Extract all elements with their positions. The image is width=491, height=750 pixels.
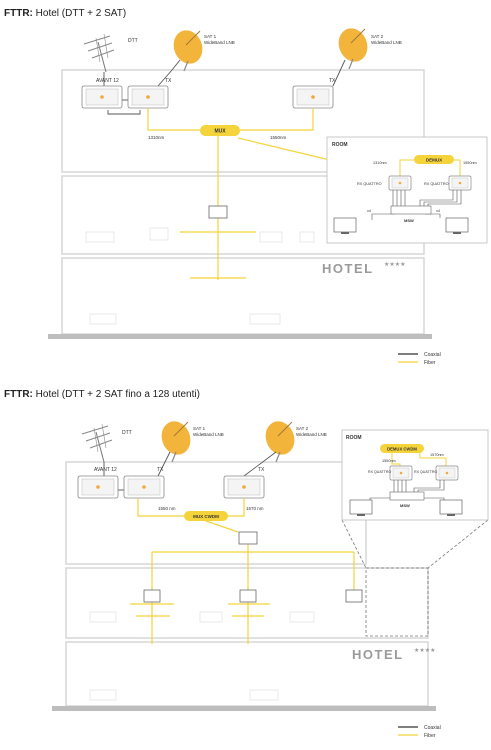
room-wavelength-2: 1570nm [430,453,444,457]
diagram2: DTT SAT 1 WideBand LNB SAT 2 WideBand LN… [52,416,489,739]
fiber-splitter [238,531,258,545]
sat1-dish-icon [168,25,208,72]
rx-quattro-1 [388,175,412,191]
dtt-label: DTT [128,38,138,44]
tx2-label: TX [258,467,265,473]
legend-fiber-label: Fiber [424,360,436,366]
room-wavelength-1: 1310nm [373,161,387,165]
hotel-sign: HOTEL [322,261,374,276]
room-wavelength-1: 1550nm [382,459,396,463]
rx2-label: RX QUATTRO [414,470,437,474]
avant-label: AVANT 12 [94,467,117,473]
tx2-transmitter [223,475,265,499]
msw-switch [389,491,425,501]
room-label: ROOM [346,435,362,441]
tx2-transmitter [292,85,334,109]
mux-cwdm-pill [184,511,228,521]
rx-quattro-2 [448,175,472,191]
wavelength-1570-label: 1570 nm [246,506,264,511]
dtt-label: DTT [122,430,132,436]
wavelength-1550-label: 1550nm [270,135,287,140]
fiber-splitter [208,205,228,219]
rx2-label: RX QUATTRO [424,182,449,186]
coax-cables [103,451,277,491]
building-base [48,334,432,339]
msw-label: MSW [400,503,410,508]
sat2-lnb-label: WideBand LNB [371,40,402,45]
sat2-dish-icon [333,23,373,70]
avant12-amplifier [81,85,123,109]
room-label: ROOM [332,142,348,148]
tx2-label: TX [329,78,336,84]
hotel-stars: ★★★★ [414,647,436,654]
rx1-label: RX QUATTRO [368,470,391,474]
sat1-lnb-label: WideBand LNB [204,40,235,45]
legend-fiber-label: Fiber [424,733,436,739]
hotel-stars: ★★★★ [384,261,406,268]
demux-cwdm-label: DEMUX CWDM [387,447,417,452]
demux-pill [414,155,454,164]
sat2-lnb-label: WideBand LNB [296,432,327,437]
diagram2-title: FTTR: Hotel (DTT + 2 SAT fino a 128 uten… [4,389,200,400]
demux-cwdm-pill [380,444,424,453]
rx1-label: RX QUATTRO [357,182,382,186]
rx-quattro-2 [435,465,459,481]
sat2-label: SAT 2 [296,426,309,431]
fiber-cables [130,498,355,644]
sat2-dish-icon [260,416,300,463]
demux-label: DEMUX [426,158,442,163]
rx-quattro-1 [389,465,413,481]
avant-label: AVANT 12 [96,78,119,84]
mux-cwdm-label: MUX CWDM [193,514,219,519]
avant12-amplifier [77,475,119,499]
legend-coax-label: Coaxial [424,352,441,358]
wavelength-1550-label: 1550 nm [158,506,176,511]
tv-icon [445,217,469,235]
sat1-lnb-label: WideBand LNB [193,432,224,437]
legend-coax-label: Coaxial [424,725,441,731]
tx1-label: TX [157,467,164,473]
msw-switch [390,205,432,215]
building-floor [61,69,425,173]
floor-splitter [143,589,161,603]
mux-label: MUX [214,129,226,135]
hotel-sign: HOTEL [352,647,404,662]
tx1-transmitter [123,475,165,499]
sat1-dish-icon [156,416,196,463]
tv-icon [333,217,357,235]
msw-label: MSW [404,218,414,223]
building-base [52,706,436,711]
diagram1-title: FTTR: Hotel (DTT + 2 SAT) [4,8,127,19]
tx1-transmitter [127,85,169,109]
tv-icon [349,499,373,517]
sat2-label: SAT 2 [371,34,384,39]
x4-label-right: x4 [436,209,440,213]
diagram1: DTT SAT 1 WideBand LNB SAT 2 WideBand LN… [48,23,488,366]
room-wavelength-2: 1550nm [463,161,477,165]
sat1-label: SAT 1 [193,426,206,431]
sat1-label: SAT 1 [204,34,217,39]
building-floor [65,567,429,639]
dtt-antenna-icon [81,423,113,463]
tv-icon [439,499,463,517]
x4-label-left: x4 [367,209,371,213]
mux-pill [200,125,240,136]
dtt-antenna-icon [83,33,115,73]
floor-splitter [239,589,257,603]
zoom-region [365,567,429,637]
floor-splitter [345,589,363,603]
wavelength-1310-label: 1310nm [148,135,165,140]
tx1-label: TX [165,78,172,84]
